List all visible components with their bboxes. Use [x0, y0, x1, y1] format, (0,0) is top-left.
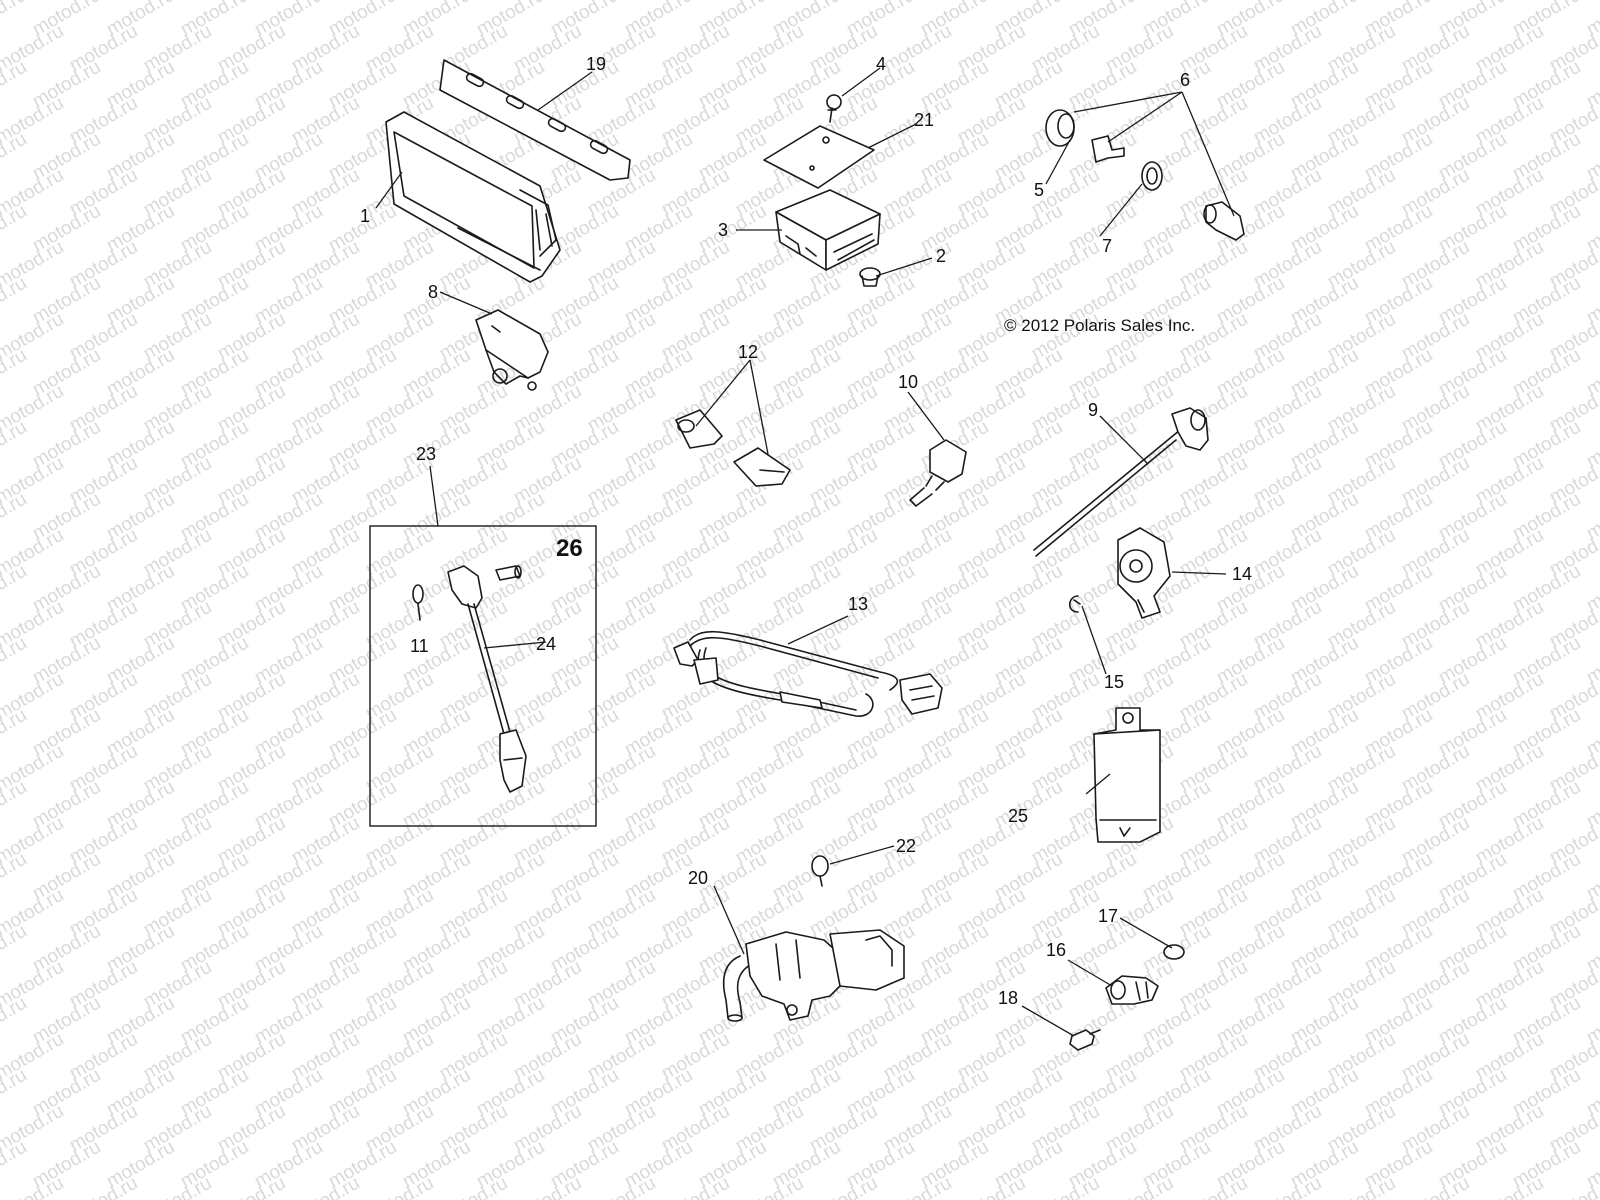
callout-16: 16 [1046, 940, 1066, 960]
watermark-text: motod.ru [0, 705, 30, 761]
part-26-screw [495, 565, 522, 581]
watermark-text: motod.ru [0, 57, 30, 113]
watermark-text: motod.ru [0, 633, 30, 689]
watermark-text: motod.ru [0, 489, 30, 545]
watermark-text: motod.ru [0, 849, 30, 905]
callout-4: 4 [876, 54, 886, 74]
callout-24: 24 [536, 634, 556, 654]
callout-19: 19 [586, 54, 606, 74]
callout-5: 5 [1034, 180, 1044, 200]
part-16-sensor [1105, 975, 1159, 1005]
copyright-notice: © 2012 Polaris Sales Inc. [1004, 316, 1195, 335]
part-2-grommet [859, 267, 881, 287]
callout-14: 14 [1232, 564, 1252, 584]
callout-22: 22 [896, 836, 916, 856]
callout-9: 9 [1088, 400, 1098, 420]
callout-7: 7 [1102, 236, 1112, 256]
callout-8: 8 [428, 282, 438, 302]
watermark-text: motod.ru [0, 561, 30, 617]
watermark-text: motod.ru [0, 201, 30, 257]
watermark-text: motod.ru [0, 1065, 30, 1121]
callout-10: 10 [898, 372, 918, 392]
callout-20: 20 [688, 868, 708, 888]
part-6-switch [1203, 201, 1245, 241]
callout-2: 2 [936, 246, 946, 266]
watermark-text: motod.ru [0, 777, 30, 833]
callout-13: 13 [848, 594, 868, 614]
callout-3: 3 [718, 220, 728, 240]
callout-15: 15 [1104, 672, 1124, 692]
callout-17: 17 [1098, 906, 1118, 926]
watermark-text: motod.ru [0, 0, 30, 40]
watermark-text: motod.ru [0, 129, 30, 185]
callout-12: 12 [738, 342, 758, 362]
watermark-text: motod.ru [0, 273, 30, 329]
part-7-washer [1141, 161, 1163, 191]
callout-21: 21 [914, 110, 934, 130]
callout-1: 1 [360, 206, 370, 226]
watermark-text: motod.ru [0, 921, 30, 977]
callout-25: 25 [1008, 806, 1028, 826]
watermark-text: motod.ru [0, 1137, 30, 1193]
part-17-oring [1163, 944, 1185, 960]
callout-6: 6 [1180, 70, 1190, 90]
callout-26: 26 [556, 535, 583, 562]
callout-23: 23 [416, 444, 436, 464]
watermark-text: motod.ru [0, 993, 30, 1049]
callout-11: 11 [410, 636, 429, 656]
watermark-text: motod.ru [0, 345, 30, 401]
callout-18: 18 [998, 988, 1018, 1008]
watermark-text: motod.ru [0, 417, 30, 473]
